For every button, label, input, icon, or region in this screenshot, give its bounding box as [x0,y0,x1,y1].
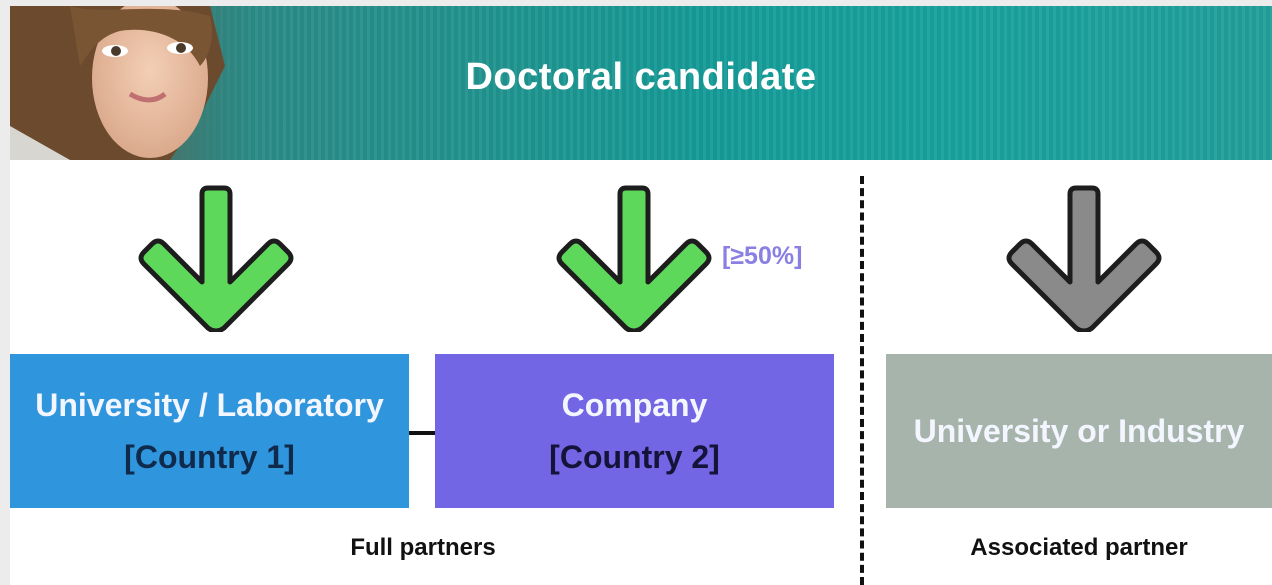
diagram-canvas: Doctoral candidate [≥50%] University / L… [10,6,1272,585]
candidate-photo [10,6,260,160]
full-partners-label: Full partners [350,534,496,561]
university-node-country: [Country 1] [124,439,295,475]
company-node-country: [Country 2] [549,439,720,475]
associated-node-title: University or Industry [913,413,1245,449]
university-node-title: University / Laboratory [35,387,384,423]
associated-partner-label: Associated partner [970,534,1188,561]
university-node: University / Laboratory [Country 1] [10,354,409,508]
partner-connector [409,431,435,435]
company-node: Company [Country 2] [435,354,834,508]
header-banner: Doctoral candidate [10,6,1272,160]
associated-node: University or Industry [886,354,1272,508]
arrow-down-icon [556,185,712,332]
arrow-down-icon [1006,185,1162,332]
group-divider [860,176,864,585]
company-share-label: [≥50%] [722,242,803,270]
arrow-down-icon [138,185,294,332]
banner-title: Doctoral candidate [465,56,817,98]
company-node-title: Company [561,387,708,423]
